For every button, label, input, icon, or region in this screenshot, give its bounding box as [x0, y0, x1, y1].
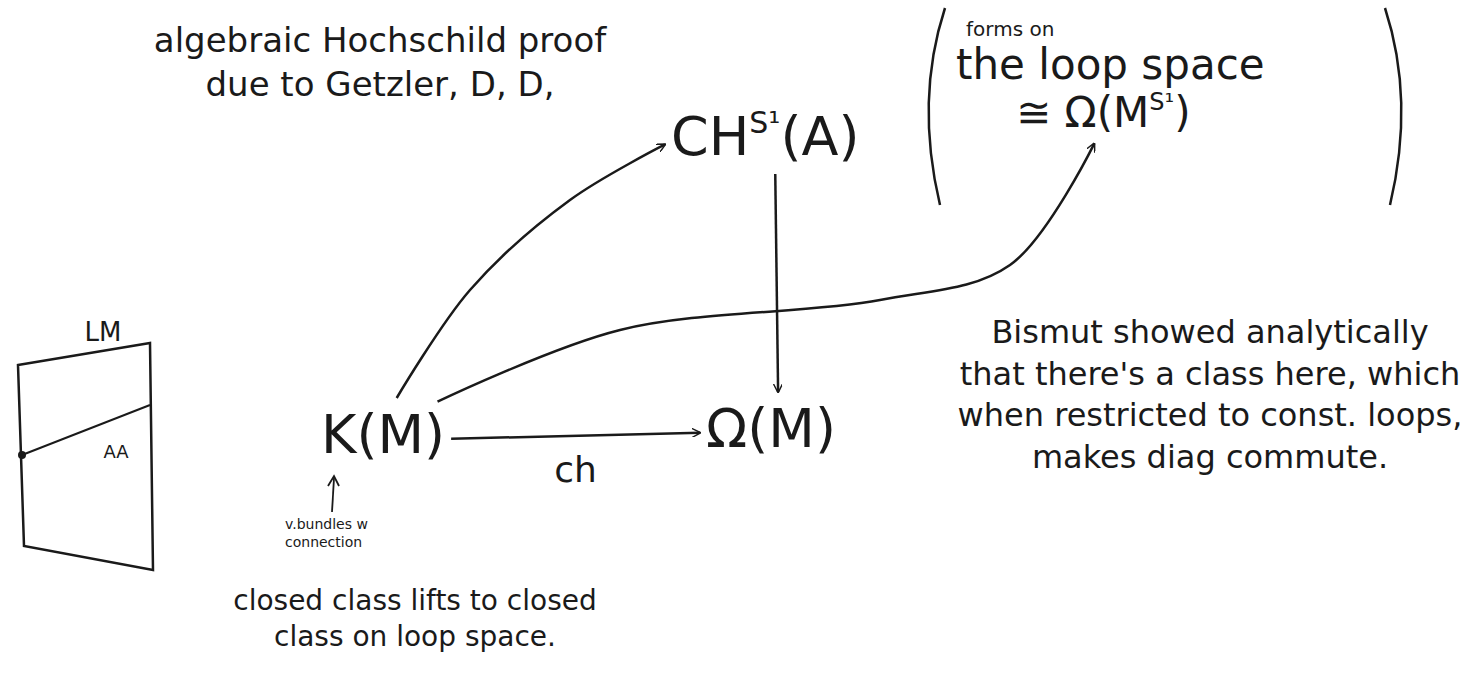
note-text: v.bundles w connection [285, 515, 415, 551]
leader-arrow-head [328, 476, 339, 486]
node-text: Ω(M) [706, 398, 836, 460]
base-point [18, 451, 26, 459]
math-node: K(M) [315, 398, 451, 472]
loop-line [22, 405, 150, 455]
left-paren [929, 8, 945, 205]
node-text: K(M) [321, 404, 445, 466]
connector-arrow [775, 174, 778, 392]
node-text: S¹ [749, 106, 780, 141]
note-text: AA [88, 440, 144, 463]
node-text: CH [671, 106, 749, 168]
note-text: Bismut showed analytically that there's … [955, 312, 1465, 478]
edge-label: ch [550, 450, 601, 490]
math-node: forms onthe loop space≅ Ω(MS¹) [950, 12, 1271, 144]
node-text: ) [1174, 89, 1190, 137]
loop-space-sheet [18, 343, 153, 570]
note-text: algebraic Hochschild proof due to Getzle… [140, 18, 620, 106]
note-text: LM [68, 316, 138, 350]
leader-arrow [332, 478, 334, 512]
node-text: ≅ Ω(M [1016, 89, 1149, 137]
math-node: CHS¹(A) [665, 100, 865, 174]
node-text: forms on [966, 18, 1265, 41]
node-text: the loop space [956, 41, 1265, 89]
node-text: S¹ [1149, 89, 1174, 117]
right-paren [1385, 8, 1401, 205]
note-text: closed class lifts to closed class on lo… [210, 583, 620, 656]
connector-arrow [451, 433, 700, 439]
node-text: (A) [780, 106, 859, 168]
math-node: Ω(M) [700, 392, 842, 466]
